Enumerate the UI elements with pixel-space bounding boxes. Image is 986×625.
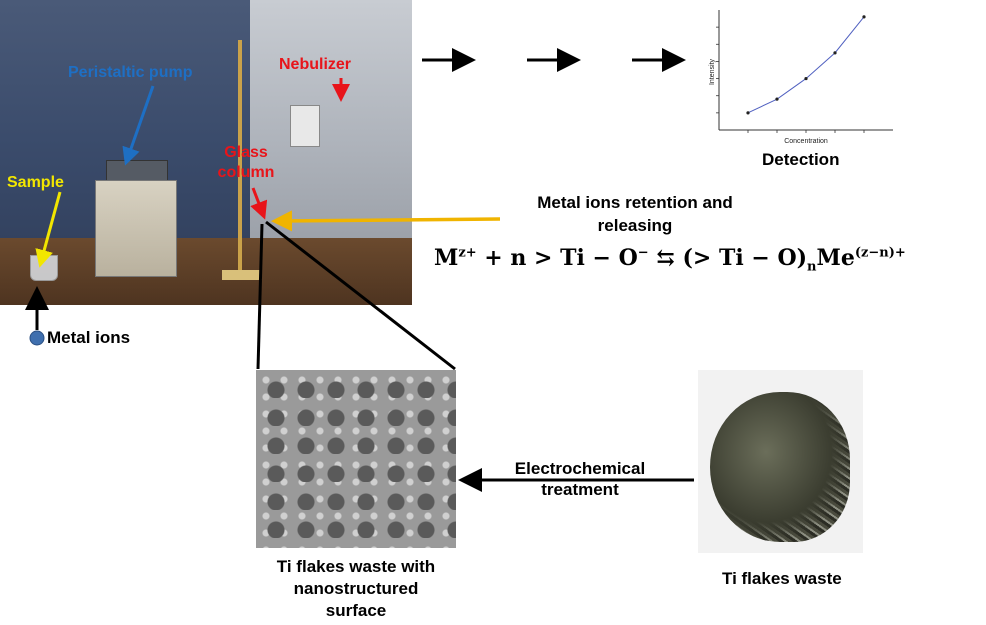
retention-label-line2: releasing (597, 216, 673, 235)
column-stand (222, 270, 262, 280)
zoom-line-left (256, 223, 264, 370)
metal-ions-label: Metal ions (47, 328, 131, 347)
retention-label-line1: Metal ions retention and (537, 193, 733, 212)
ti-flakes-label: Ti flakes waste (722, 569, 842, 588)
instrument-panel (250, 0, 412, 240)
glass-column-label-line2: column (217, 164, 275, 181)
plot-ticks (716, 26, 865, 133)
nanostructured-label: Ti flakes waste with nanostructured surf… (236, 556, 476, 622)
retention-label: Metal ions retention and releasing (490, 191, 780, 237)
instrument-photo (0, 0, 412, 305)
eq-metal-charge: z+ (458, 245, 477, 261)
equilibrium-equation: Mz+ + n > Ti − O− ⇆ (> Ti − O)nMe(z−n)+ (434, 245, 906, 274)
electrochem-label: Electrochemical treatment (480, 458, 680, 500)
peristaltic-pump-label: Peristaltic pump (68, 64, 193, 81)
glass-column-rod (238, 40, 242, 280)
column-pointer-arrow (250, 187, 268, 220)
eq-me-charge: (z−n)+ (854, 245, 906, 261)
pump-body (95, 180, 177, 277)
metal-ion-dot (29, 330, 45, 346)
ti-flakes-photo (698, 370, 863, 553)
retention-pointer-arrow (271, 210, 501, 232)
glass-column-label-line1: Glass (224, 144, 268, 161)
plot-point-4 (833, 51, 837, 55)
plot-xlabel: Concentration (784, 138, 828, 145)
nebulizer-label: Nebulizer (279, 56, 352, 73)
plot-ylabel: Intensity (709, 58, 716, 85)
eq-n-sub: n (807, 259, 817, 275)
nanostructured-label-line2: nanostructured (293, 579, 419, 598)
electrochem-label-line2: treatment (541, 480, 619, 499)
plot-points (746, 15, 866, 115)
eq-metal: M (434, 245, 459, 271)
nanostructured-label-line1: Ti flakes waste with (276, 557, 436, 576)
eq-oxide-charge: − (637, 245, 649, 261)
nebulizer-unit (290, 105, 320, 147)
eq-part2: (> Ti − O) (682, 245, 808, 271)
nanostructured-label-line3: surface (325, 601, 387, 620)
plot-point-5 (862, 15, 866, 19)
calibration-plot: Concentration Intensity (709, 10, 893, 145)
eq-equilibrium-arrow: ⇆ (648, 245, 683, 271)
plot-point-3 (804, 76, 808, 81)
electrochem-label-line1: Electrochemical (514, 459, 646, 478)
eq-me: Me (816, 245, 855, 271)
sample-label: Sample (7, 174, 64, 191)
plot-point-1 (746, 111, 750, 115)
ti-flakes-pile (710, 392, 850, 542)
detection-label: Detection (762, 150, 840, 169)
zoom-line-right (265, 220, 456, 371)
plot-series-line (747, 16, 865, 114)
eq-part1: + n > Ti − O (476, 245, 638, 271)
bench (0, 238, 412, 305)
sem-micrograph (256, 370, 456, 548)
plot-point-2 (775, 97, 779, 101)
glass-column-label: Glass column (210, 143, 282, 183)
sample-pointer-arrow (35, 191, 62, 268)
pump-pointer-arrow (122, 85, 155, 166)
